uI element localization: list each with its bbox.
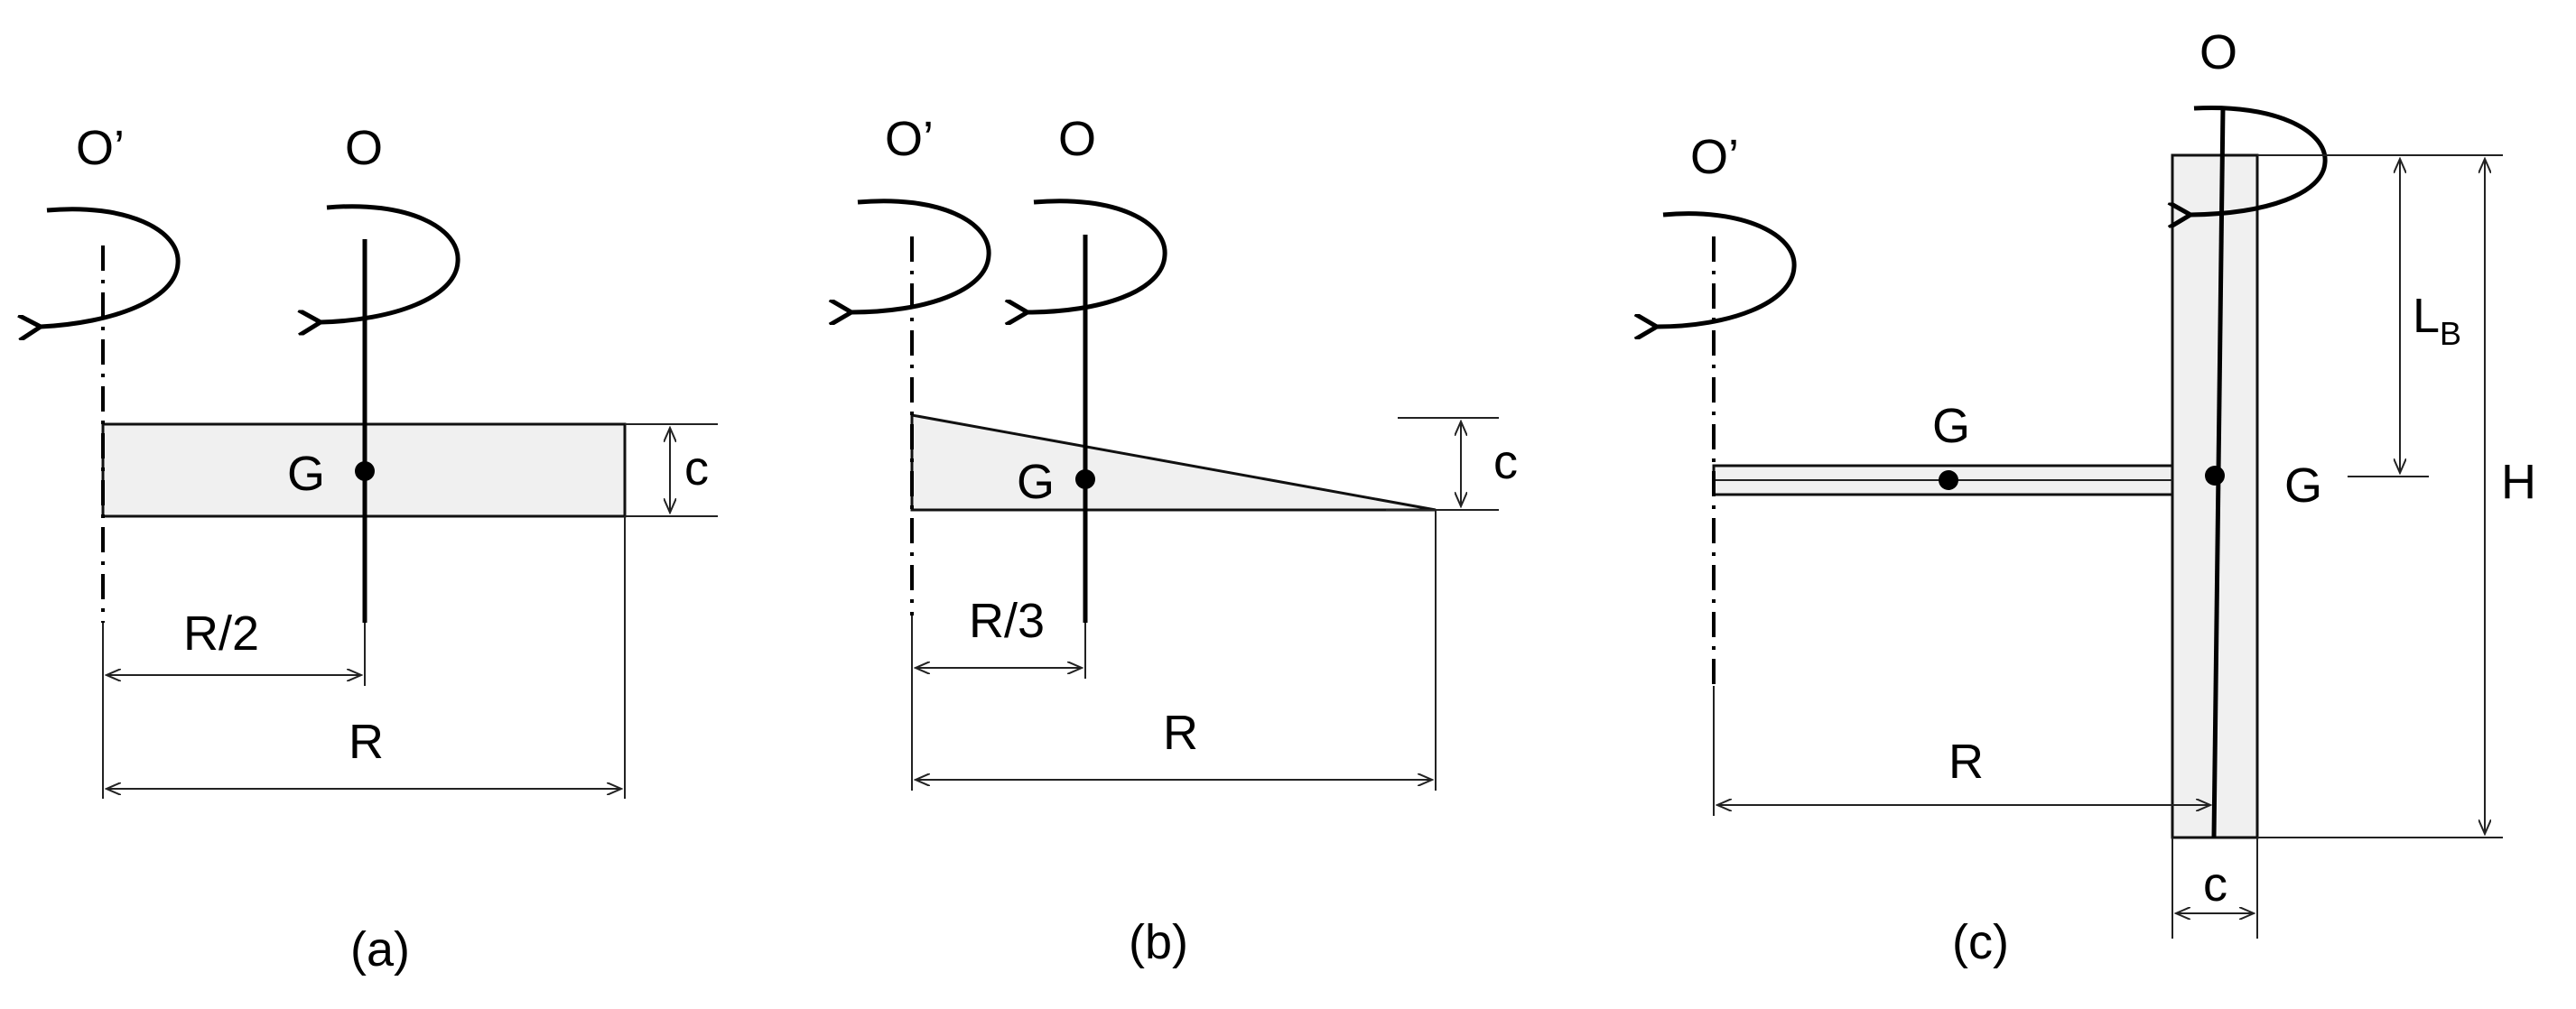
panel-b-thickness-label: c <box>1493 435 1518 489</box>
panel-c-arm-centroid-label: G <box>1932 399 1970 453</box>
panel-c-axis-secondary-label: O <box>2199 25 2237 79</box>
panel-b-offset-label: R/3 <box>969 594 1045 648</box>
panel-c-blade-length-label: LB <box>2413 289 2461 352</box>
panel-b-axis-primary-label: O’ <box>885 112 934 166</box>
panel-a-axis-secondary-label: O <box>345 121 383 175</box>
panel-a-axis-primary-label: O’ <box>76 121 125 175</box>
panel-b-rotation-arrow-primary <box>851 199 991 312</box>
panel-a-centroid-label: G <box>287 447 325 501</box>
panel-a: O’ O G c R/2 R (a) <box>41 121 718 977</box>
panel-c-radius-label: R <box>1948 735 1984 789</box>
panel-a-length-label: R <box>349 715 384 769</box>
panel-a-centroid-dot <box>355 461 375 481</box>
panel-c-blade-centroid-label: G <box>2284 458 2322 513</box>
panel-c-blade-centroid-dot <box>2205 466 2225 486</box>
panel-b-length-label: R <box>1163 706 1198 760</box>
panel-b-centroid-dot <box>1075 469 1095 489</box>
panel-b: O’ O G c R/3 R (b) <box>851 112 1518 969</box>
panel-b-caption: (b) <box>1129 915 1188 969</box>
panel-c-height-label: H <box>2501 455 2536 509</box>
panel-c-blade-length-main: L <box>2413 289 2440 343</box>
panel-a-thickness-label: c <box>684 441 709 495</box>
panel-c-rotation-arrow-primary <box>1657 211 1797 327</box>
panel-a-offset-label: R/2 <box>183 606 259 661</box>
panel-c-axis-primary-label: O’ <box>1690 130 1739 184</box>
panel-c: O’ O G G LB H R c (c) <box>1657 25 2536 969</box>
panel-c-thickness-label: c <box>2203 857 2227 912</box>
panel-c-caption: (c) <box>1952 915 2009 969</box>
panel-c-blade-length-subscript: B <box>2440 315 2461 352</box>
panel-c-arm-centroid-dot <box>1939 470 1958 490</box>
panel-a-caption: (a) <box>350 922 410 977</box>
panel-b-centroid-label: G <box>1017 455 1055 509</box>
panel-a-rotation-arrow-primary <box>41 207 181 327</box>
panel-b-axis-secondary-label: O <box>1058 112 1096 166</box>
panel-c-rotation-arrow-secondary <box>2190 105 2328 215</box>
panel-b-triangular-body <box>910 413 1437 512</box>
panel-b-rotation-arrow-secondary <box>1028 199 1167 312</box>
panel-a-rotation-arrow-secondary <box>321 204 460 322</box>
